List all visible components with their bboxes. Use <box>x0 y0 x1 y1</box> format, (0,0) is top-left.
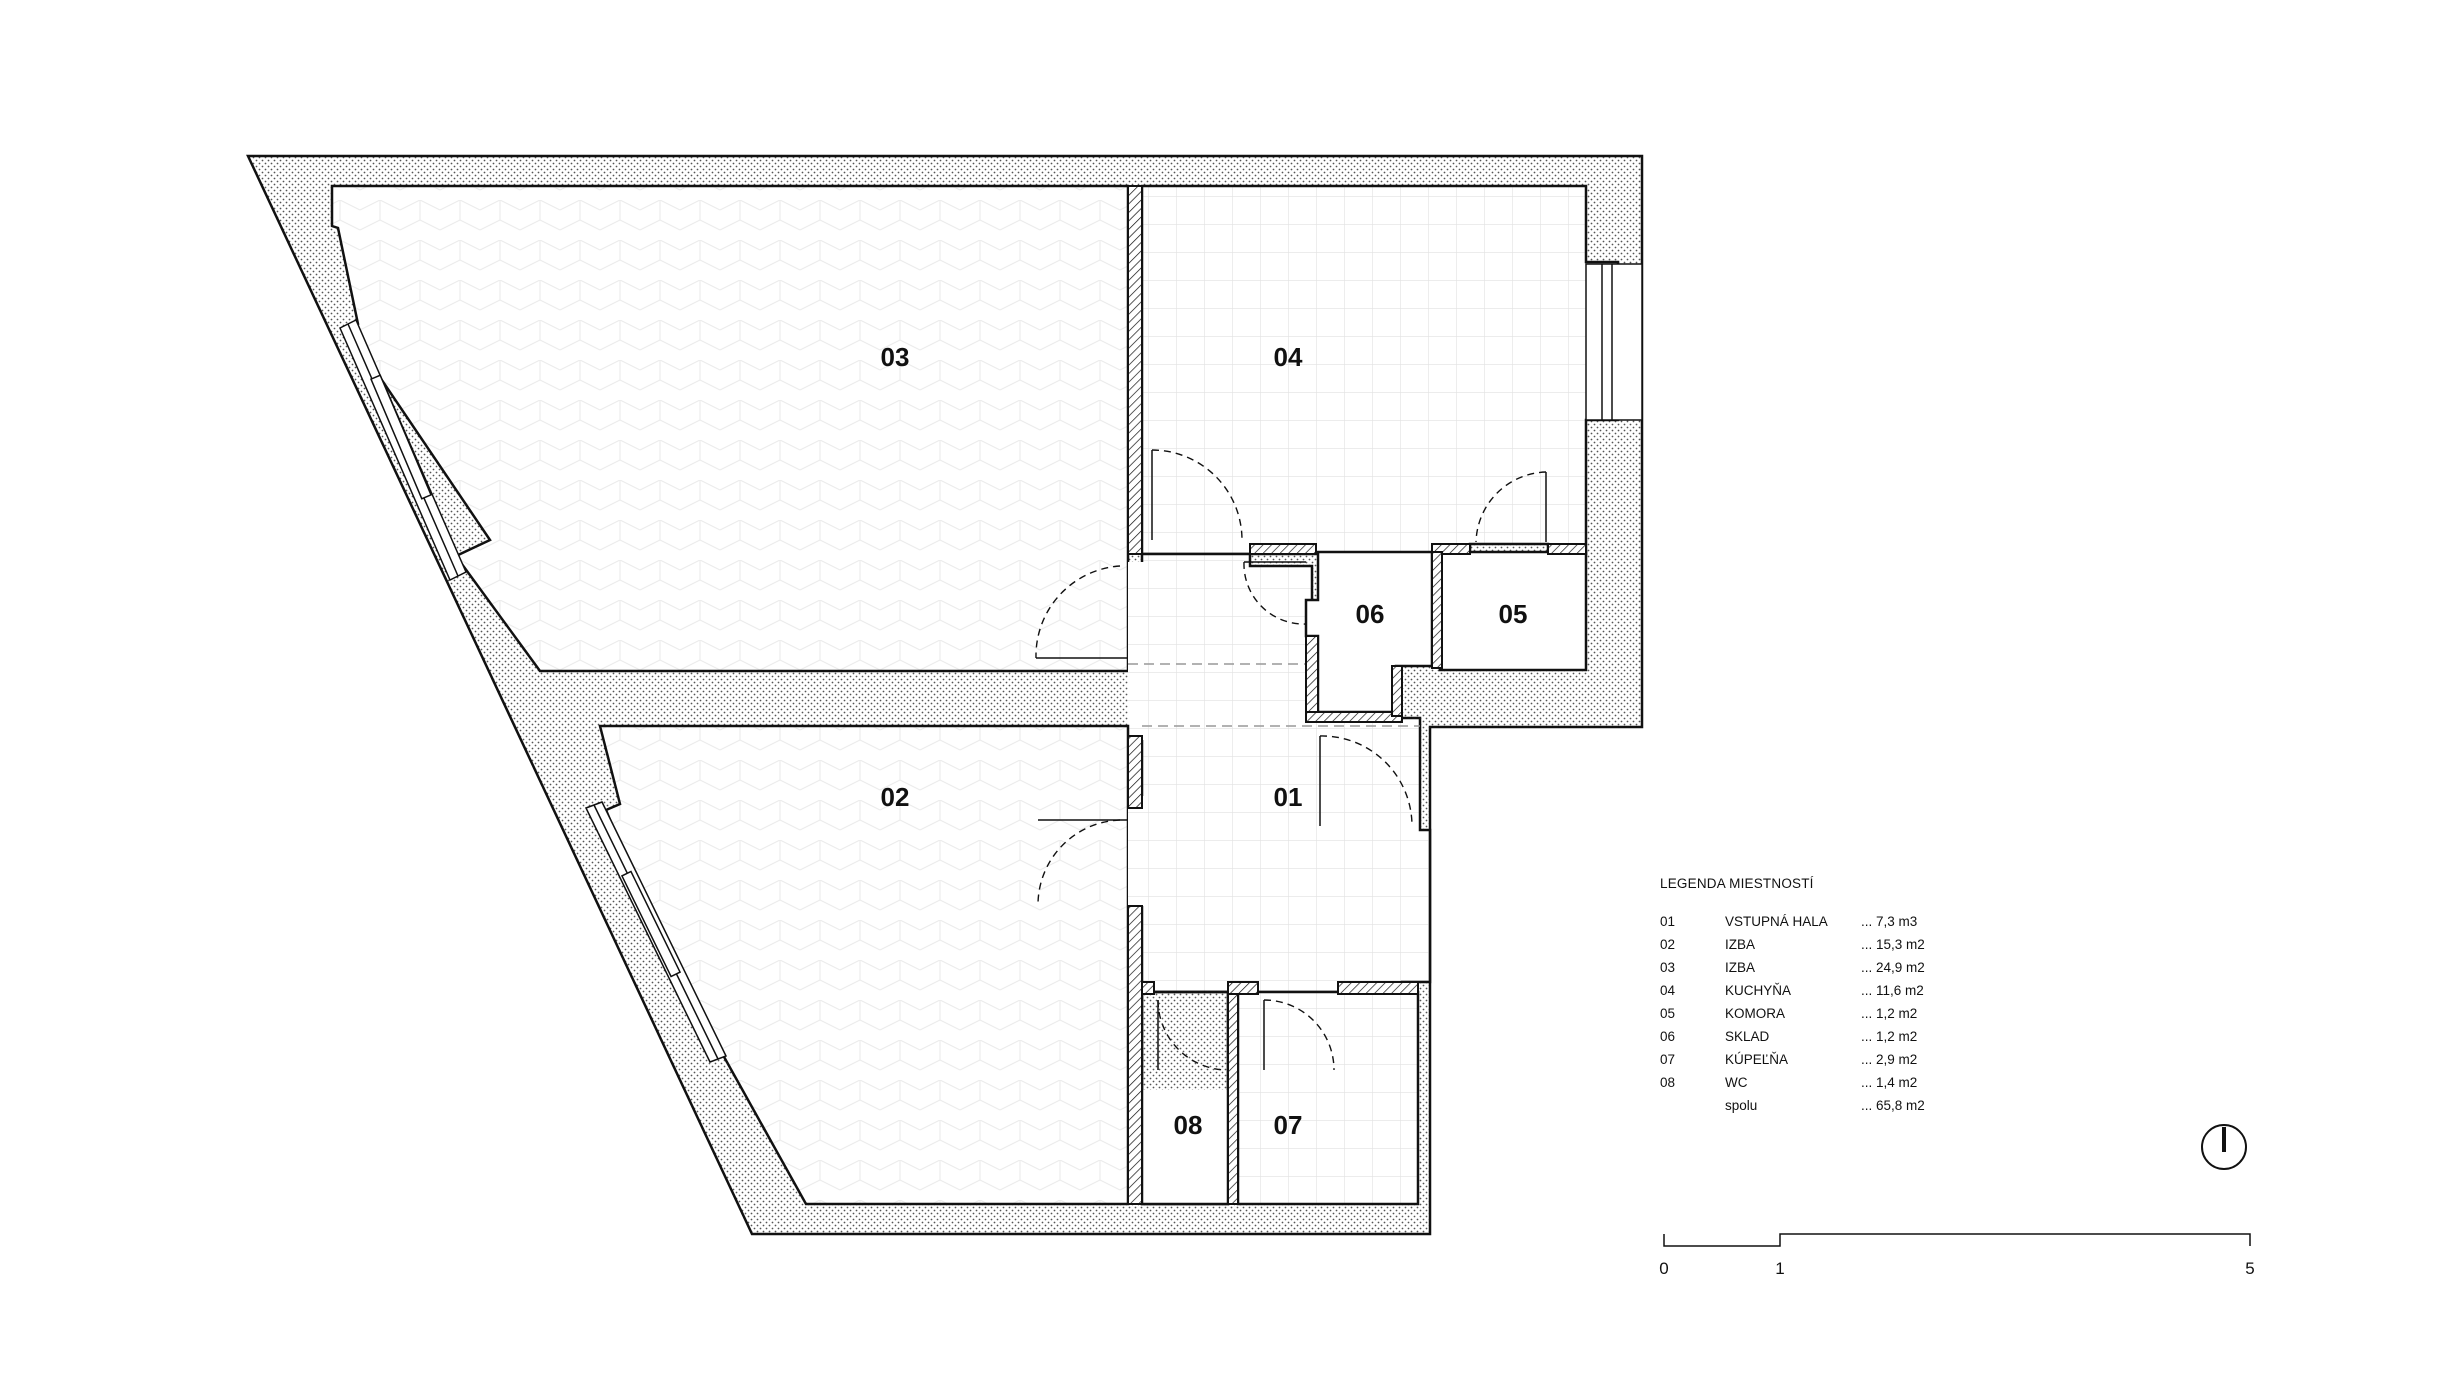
scale-label-0: 0 <box>1659 1259 1668 1278</box>
legend-num: 03 <box>1660 960 1676 975</box>
door-leaves <box>1036 450 1547 1070</box>
room-label-05: 05 <box>1499 599 1528 629</box>
legend-num: 07 <box>1660 1052 1676 1067</box>
scale-bar <box>1663 1233 2251 1247</box>
legend-area: ... 11,6 m2 <box>1861 983 1924 998</box>
window-room-02 <box>584 801 728 1063</box>
partition-wall <box>1127 905 1143 1205</box>
room-label-02: 02 <box>881 782 910 812</box>
room-label-04: 04 <box>1274 342 1303 372</box>
legend-row: 03 IZBA ... 24,9 m2 <box>1660 960 2020 980</box>
room-07-floor <box>1236 990 1420 1206</box>
north-arrow-icon <box>2201 1124 2247 1170</box>
legend-name: KUCHYŇA <box>1725 983 1792 998</box>
legend-num: 04 <box>1660 983 1676 998</box>
legend-num: 02 <box>1660 937 1676 952</box>
room-label-01: 01 <box>1274 782 1303 812</box>
legend-name: IZBA <box>1725 960 1756 975</box>
legend-row-total: spolu ... 65,8 m2 <box>1660 1098 2020 1118</box>
legend-row: 05 KOMORA ... 1,2 m2 <box>1660 1006 2020 1026</box>
legend-area: ... 1,2 m2 <box>1861 1029 1918 1044</box>
legend-area: ... 7,3 m3 <box>1861 914 1918 929</box>
room-label-07: 07 <box>1274 1110 1303 1140</box>
legend-area: ... 1,2 m2 <box>1861 1006 1918 1021</box>
window-room-03 <box>339 318 467 582</box>
room-label-06: 06 <box>1356 599 1385 629</box>
partition-wall <box>1547 543 1587 555</box>
partition-wall <box>1431 551 1443 669</box>
legend-row: 04 KUCHYŇA ... 11,6 m2 <box>1660 983 2020 1003</box>
legend-name: WC <box>1725 1075 1748 1090</box>
room-label-08: 08 <box>1174 1110 1203 1140</box>
scale-label-1: 1 <box>1775 1259 1784 1278</box>
door-swings <box>1035 449 1547 1071</box>
room-05-floor <box>1438 550 1588 672</box>
legend-num: 08 <box>1660 1075 1676 1090</box>
legend-area: ... 2,9 m2 <box>1861 1052 1918 1067</box>
partition-wall <box>1431 543 1471 555</box>
legend-area: ... 24,9 m2 <box>1861 960 1925 975</box>
partition-wall <box>1391 665 1403 717</box>
legend-name: KOMORA <box>1725 1006 1786 1021</box>
partition-wall <box>1227 981 1259 995</box>
legend-name: VSTUPNÁ HALA <box>1725 914 1828 929</box>
legend-num: 05 <box>1660 1006 1676 1021</box>
legend-num: 01 <box>1660 914 1676 929</box>
partition-wall <box>1227 981 1239 1205</box>
partition-wall <box>1305 711 1403 723</box>
legend-name: KÚPEĽŇA <box>1725 1052 1789 1067</box>
legend-area: ... 65,8 m2 <box>1861 1098 1925 1113</box>
partition-wall <box>1127 185 1143 555</box>
legend-row: 08 WC ... 1,4 m2 <box>1660 1075 2020 1095</box>
legend-row: 02 IZBA ... 15,3 m2 <box>1660 937 2020 957</box>
legend-row: 07 KÚPEĽŇA ... 2,9 m2 <box>1660 1052 2020 1072</box>
partition-wall <box>1141 981 1155 995</box>
legend-name: SKLAD <box>1725 1029 1770 1044</box>
legend-name: spolu <box>1725 1098 1758 1113</box>
partition-wall <box>1337 981 1419 995</box>
legend-name: IZBA <box>1725 937 1756 952</box>
legend-row: 06 SKLAD ... 1,2 m2 <box>1660 1029 2020 1049</box>
legend-area: ... 1,4 m2 <box>1861 1075 1918 1090</box>
legend-area: ... 15,3 m2 <box>1861 937 1925 952</box>
partition-wall <box>1249 543 1317 555</box>
legend-num: 06 <box>1660 1029 1676 1044</box>
room-03-floor <box>330 184 1130 673</box>
legend-row: 01 VSTUPNÁ HALA ... 7,3 m3 <box>1660 914 2020 934</box>
scale-label-5: 5 <box>2245 1259 2254 1278</box>
partition-wall <box>1305 635 1319 717</box>
room-label-03: 03 <box>881 342 910 372</box>
legend-title: LEGENDA MIESTNOSTÍ <box>1660 876 1814 891</box>
window-room-04 <box>1585 263 1643 421</box>
partition-wall <box>1127 735 1143 809</box>
